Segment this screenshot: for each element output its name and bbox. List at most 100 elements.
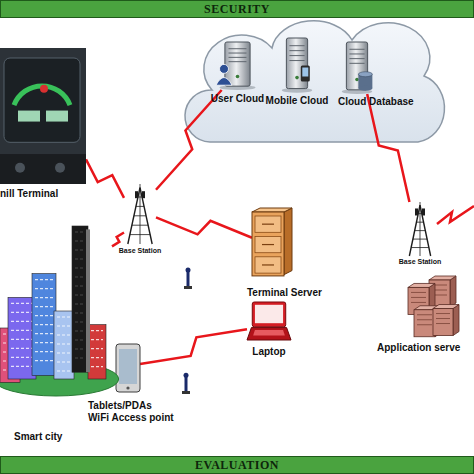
tower-side	[86, 229, 90, 372]
base-station-tower-art	[406, 202, 434, 256]
db-bottom	[358, 86, 372, 91]
app-server-slot	[411, 302, 426, 303]
antenna-tip	[184, 373, 189, 378]
terminal-server-icon-art	[252, 208, 292, 276]
database-icon-art	[338, 42, 376, 94]
wireless-link	[86, 159, 124, 197]
rack-drawer	[255, 216, 281, 232]
connector-group	[86, 90, 409, 364]
base-station-tower-art	[124, 184, 156, 244]
app-server-top	[433, 305, 459, 309]
meter-display	[18, 111, 40, 122]
antenna-base	[184, 286, 192, 289]
building-window-row	[57, 334, 71, 335]
server-slot	[289, 60, 304, 61]
building-window-row	[75, 312, 85, 313]
server-icon-art	[215, 42, 260, 90]
building-window-row	[91, 339, 103, 340]
building-window-row	[91, 357, 103, 358]
tablet-body	[116, 344, 140, 392]
tower-bar	[130, 234, 150, 235]
cloud-shape	[185, 21, 444, 142]
building-window-row	[75, 276, 85, 277]
dashboard	[0, 154, 86, 184]
building-window-row	[11, 321, 33, 322]
building-window-row	[75, 267, 85, 268]
antenna-tip	[186, 268, 191, 273]
user-head	[220, 64, 229, 73]
wireless-link	[156, 90, 222, 190]
building-window-row	[11, 366, 33, 367]
building-window-row	[57, 316, 71, 317]
building-window-row	[75, 357, 85, 358]
building-window-row	[35, 324, 53, 325]
node-label: Base Station	[114, 247, 166, 255]
node-label: Tablets/PDAs	[88, 400, 168, 411]
tablet-icon-art	[116, 344, 140, 392]
tower-bar	[413, 239, 427, 240]
app-server-top	[429, 276, 456, 280]
dash-knob	[15, 163, 25, 173]
app-server-side	[450, 276, 456, 307]
drawer-handle	[262, 264, 274, 265]
meter-light	[40, 85, 48, 93]
tower-dish	[415, 208, 418, 215]
rack-side	[284, 208, 292, 275]
building-window-row	[75, 303, 85, 304]
building-window-row	[75, 330, 85, 331]
server-icon-art	[278, 38, 316, 93]
rack-drawer	[255, 257, 281, 273]
tower-bar	[418, 213, 422, 214]
laptop-lid	[252, 302, 285, 327]
building-window-row	[75, 240, 85, 241]
tower-bar	[132, 225, 148, 226]
user-body	[216, 78, 232, 86]
app-server-front	[433, 309, 453, 336]
server-button	[355, 78, 359, 82]
server-icon: Mobile Cloud	[278, 38, 316, 93]
city-building	[88, 325, 106, 379]
node-label: Laptop	[243, 346, 295, 357]
building-window-row	[57, 343, 71, 344]
node-label: nill Terminal	[0, 188, 90, 199]
building-window-row	[11, 339, 33, 340]
base-station-tower: Base Station	[406, 202, 434, 256]
photo-frame	[0, 48, 86, 184]
wifi-antenna: WiFi Access point	[180, 372, 192, 394]
band-label: EVALUATION	[195, 458, 279, 473]
server-slot	[349, 58, 364, 59]
node-label: Base Station	[396, 258, 444, 266]
rack-front	[252, 212, 284, 276]
tablet-button	[126, 386, 129, 389]
application-server-icon-art	[408, 276, 458, 338]
evaluation-band: EVALUATION	[0, 456, 474, 474]
building-window-row	[75, 258, 85, 259]
rack-drawer	[255, 236, 281, 252]
tower-bar	[411, 247, 429, 248]
db-top	[358, 72, 372, 77]
wireless-link	[156, 217, 252, 237]
app-server-slot	[436, 313, 450, 314]
building-window-row	[35, 351, 53, 352]
building-window-row	[35, 342, 53, 343]
tower-mast	[140, 184, 141, 244]
node-label: Mobile Cloud	[262, 95, 332, 106]
tower-dish	[142, 191, 145, 198]
building-window-row	[75, 321, 85, 322]
tower-dish	[422, 208, 425, 215]
server-slot	[229, 57, 247, 58]
node-label: Smart city	[14, 431, 94, 442]
server-slot	[289, 50, 304, 51]
tower-bar	[415, 230, 426, 231]
server-slot	[229, 53, 247, 54]
building-window-row	[35, 297, 53, 298]
building-window-row	[75, 231, 85, 232]
terminal-server-icon: Terminal Server	[252, 208, 292, 276]
city-building	[54, 311, 74, 379]
band-label: SECURITY	[204, 2, 270, 17]
building-window-row	[91, 348, 103, 349]
building-window-row	[11, 303, 33, 304]
smart-city-illustration-art	[0, 226, 112, 396]
tower-bar	[416, 222, 423, 223]
